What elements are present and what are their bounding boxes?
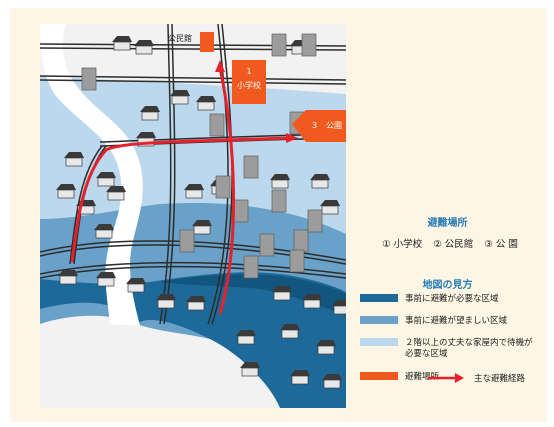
- house: [58, 270, 78, 285]
- legend-label-evacuation-recommended: 事前に避難が望ましい区域: [405, 316, 508, 326]
- house: [280, 324, 300, 339]
- house: [310, 174, 330, 189]
- house: [320, 200, 340, 215]
- evacuation-routes: [70, 67, 291, 315]
- route-west-arrowhead: [286, 133, 298, 143]
- house: [240, 362, 260, 377]
- route-west: [70, 136, 291, 263]
- legend-label-evacuation-route: 主な避難経路: [474, 374, 526, 384]
- building: [81, 67, 97, 91]
- legend-label-evacuation-required: 事前に避難が必要な区域: [405, 294, 499, 304]
- house: [332, 300, 346, 315]
- house: [106, 186, 126, 201]
- house: [134, 40, 154, 55]
- house: [302, 294, 322, 309]
- building: [243, 255, 259, 279]
- houses: [56, 36, 346, 389]
- swatch-evacuation-site: [360, 372, 398, 380]
- house: [322, 374, 342, 389]
- building: [289, 249, 305, 273]
- swatch-evacuation-required: [360, 294, 398, 302]
- house: [290, 370, 310, 385]
- evacuation-site-list: ① 小学校 ② 公民館 ③ 公 園: [360, 236, 540, 250]
- roads: [40, 24, 346, 325]
- building: [271, 33, 287, 57]
- river: [40, 24, 143, 326]
- marker-elementary-school-label: 小学校: [237, 80, 261, 90]
- map-key-title: 地図の見方: [422, 280, 473, 291]
- marker-park-label: 公園: [326, 121, 342, 130]
- building: [293, 229, 309, 253]
- house: [64, 152, 84, 167]
- route-north: [218, 67, 235, 315]
- house: [140, 106, 160, 121]
- building: [209, 113, 225, 137]
- house: [126, 278, 146, 293]
- house: [186, 296, 206, 311]
- swatch-evacuation-recommended: [360, 316, 398, 324]
- house: [270, 174, 290, 189]
- house: [112, 36, 132, 51]
- site-elementary-school: ① 小学校: [382, 239, 423, 250]
- hazard-map: 公民館 1 小学校 3 公園: [40, 24, 346, 408]
- building: [179, 229, 195, 253]
- building: [301, 33, 317, 57]
- marker-park-number: 3: [312, 121, 317, 130]
- house: [56, 184, 76, 199]
- marker-community-center[interactable]: 公民館: [168, 32, 214, 52]
- map-figure: 公民館 1 小学校 3 公園 避難場所 ① 小学校 ② 公民館 ③ 公 園 地図…: [10, 8, 547, 422]
- house: [96, 172, 116, 187]
- building: [259, 233, 275, 257]
- evacuation-route-arrow-icon: [428, 373, 464, 383]
- house: [96, 272, 116, 287]
- house: [272, 286, 292, 301]
- building: [307, 209, 323, 233]
- house: [156, 294, 176, 309]
- marker-park[interactable]: 3 公園: [292, 110, 346, 142]
- house: [94, 224, 114, 239]
- house: [196, 96, 216, 111]
- legend-label-shelter-in-place-line2: 必要な区域: [405, 349, 448, 359]
- site-park: ③ 公 園: [484, 239, 518, 250]
- swatch-shelter-in-place: [360, 338, 398, 346]
- marker-elementary-school[interactable]: 1 小学校: [232, 60, 266, 104]
- legend-label-shelter-in-place-line1: ２階以上の丈夫な家屋内で待機が: [405, 338, 533, 348]
- marker-elementary-school-number: 1: [246, 67, 251, 76]
- building: [233, 199, 249, 223]
- route-north-arrowhead: [215, 60, 225, 72]
- buildings: [81, 33, 323, 279]
- marker-community-center-label: 公民館: [168, 33, 192, 43]
- building: [243, 155, 259, 179]
- evacuation-sites-title: 避難場所: [427, 218, 468, 229]
- map-canvas: 公民館 1 小学校 3 公園: [40, 24, 346, 408]
- coastal-land: [40, 315, 280, 408]
- building: [215, 175, 231, 199]
- site-community-center: ② 公民館: [433, 239, 474, 250]
- house: [184, 184, 204, 199]
- house: [316, 340, 336, 355]
- building: [271, 189, 287, 213]
- house: [170, 90, 190, 105]
- zone-evacuation-required-dense: [160, 274, 346, 316]
- legend-panel: 避難場所 ① 小学校 ② 公民館 ③ 公 園 地図の見方 事前に避難が必要な区域…: [348, 8, 547, 422]
- house: [236, 330, 256, 345]
- legend-label-evacuation-site: 避難場所: [405, 372, 440, 382]
